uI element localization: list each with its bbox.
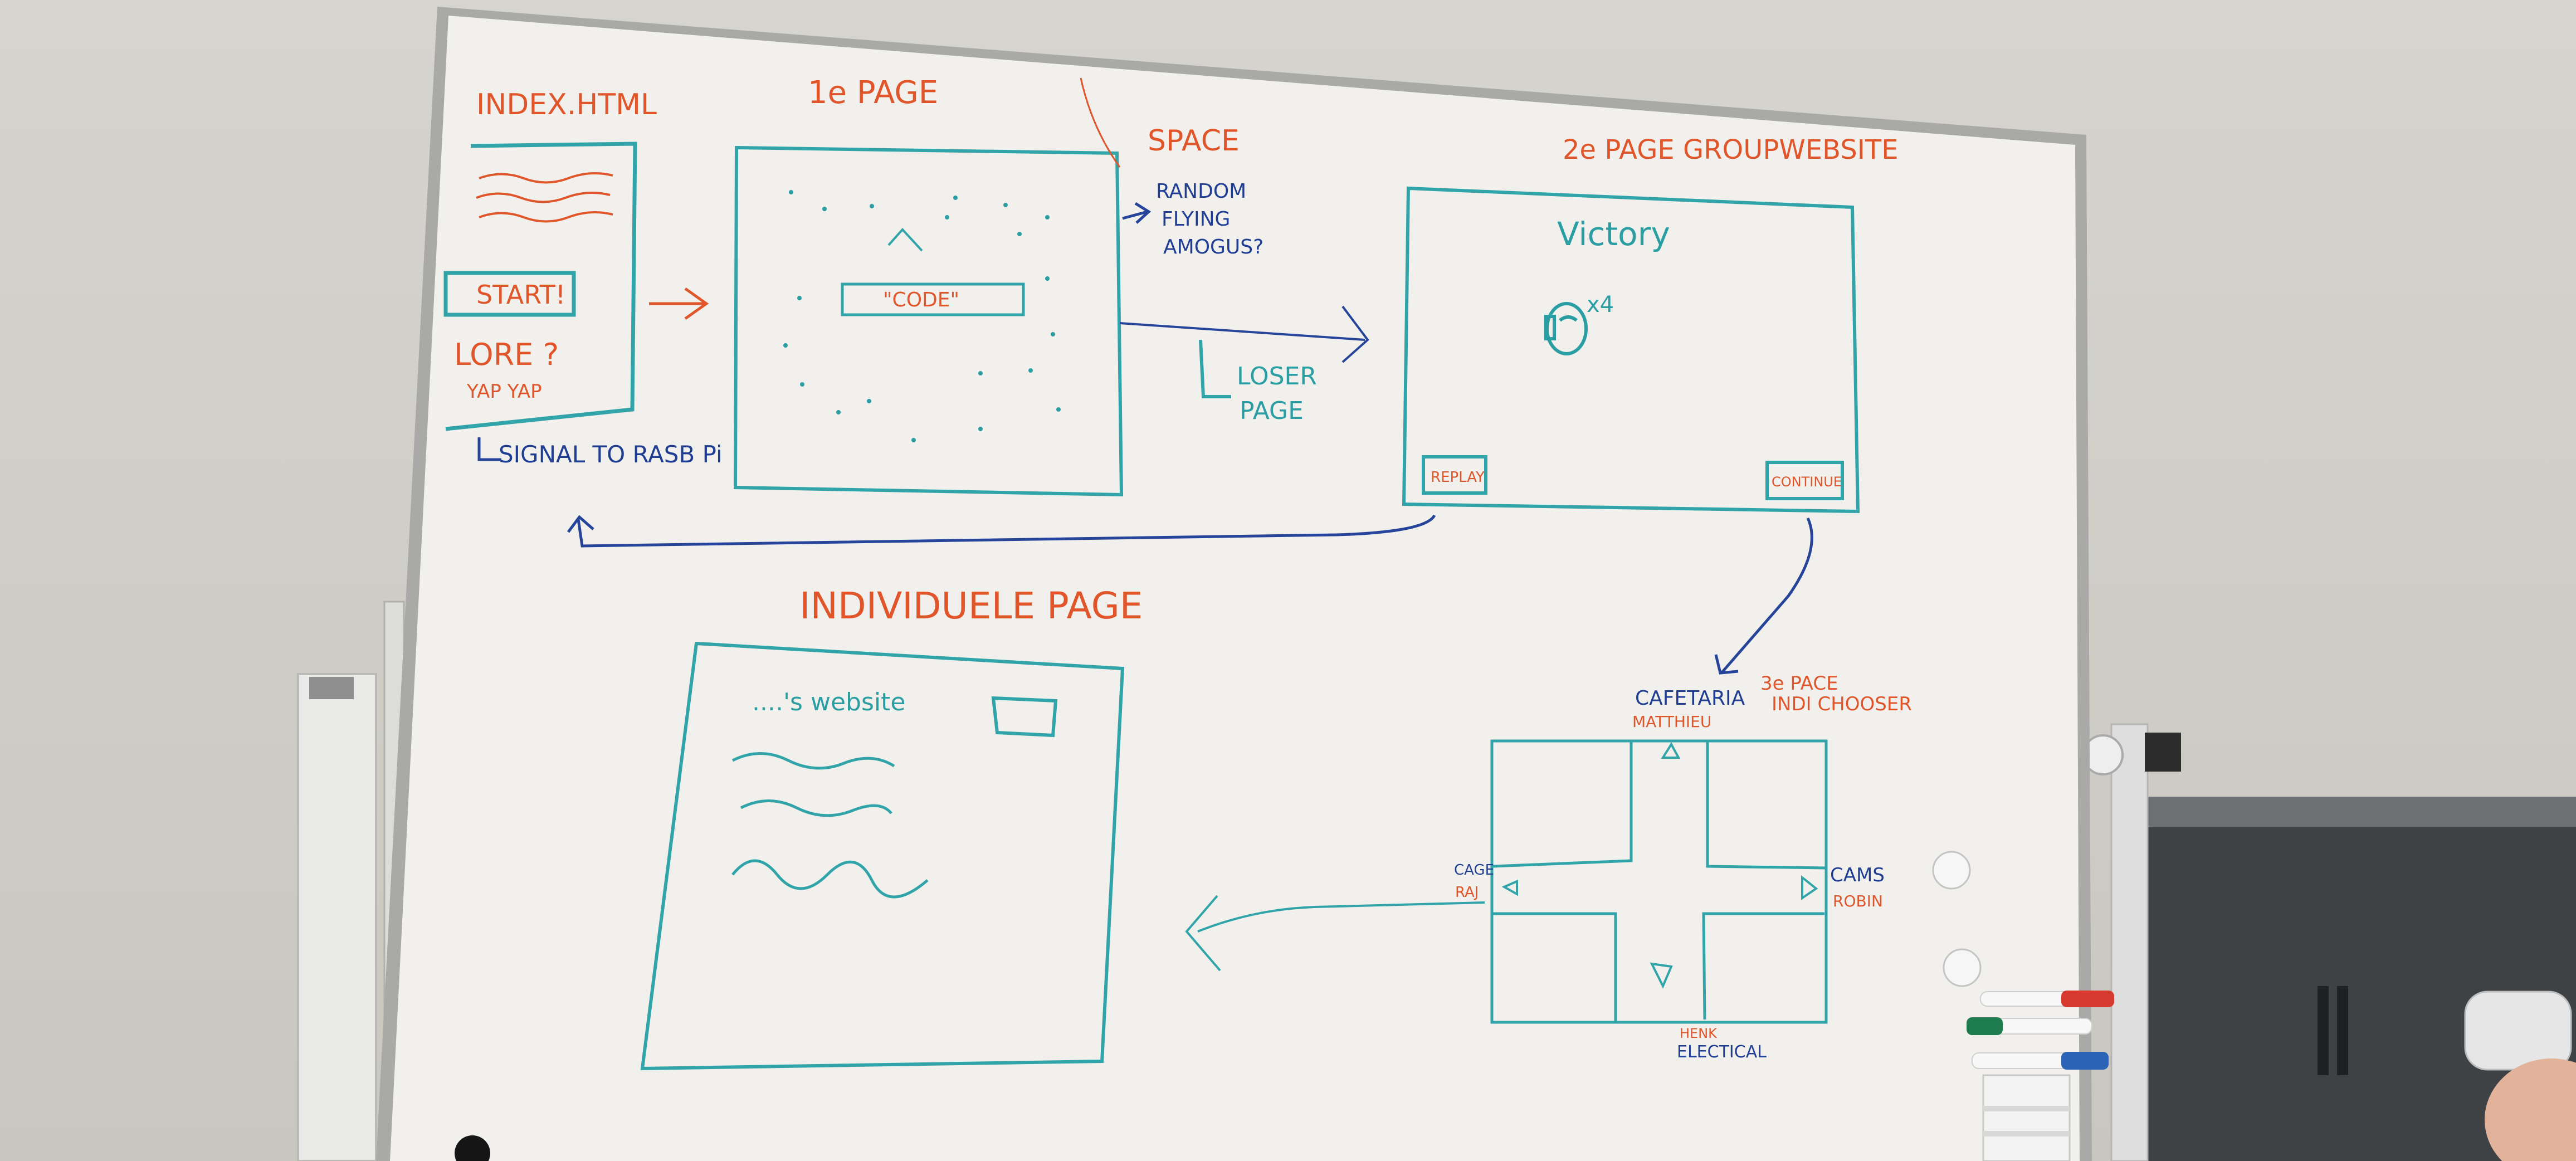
page1-to-page2-arrow — [1119, 305, 1369, 363]
replay-button-label: REPLAY — [1431, 469, 1485, 486]
continue-button-label: CONTINUE — [1772, 474, 1842, 490]
page2-heading: 2e PAGE GROUPWEBSITE — [1563, 134, 1899, 165]
board-magnet-black — [455, 1135, 490, 1161]
page3-to-individual-arrow — [1185, 895, 1485, 972]
blue-marker-icon[interactable] — [1972, 1052, 2109, 1070]
lore-label: LORE ? — [454, 337, 559, 372]
cabinet-door-handle — [2318, 986, 2329, 1075]
victory-label: Victory — [1557, 215, 1670, 253]
page1-frame — [733, 145, 1124, 497]
page1-heading: 1e PAGE — [808, 75, 938, 111]
loser-note: LOSER PAGE — [1237, 362, 1325, 425]
index-squiggle-2 — [476, 192, 611, 203]
map-top-arrow[interactable] — [1661, 742, 1681, 759]
eraser — [1982, 1074, 2071, 1161]
cams-label: CAMS — [1830, 864, 1885, 886]
random-note: RANDOM FLYING AMOGUS? — [1156, 180, 1263, 258]
hand — [2485, 1058, 2576, 1161]
website-corner-box — [991, 696, 1058, 738]
robin-label: ROBIN — [1833, 892, 1883, 910]
website-squiggle-3 — [731, 859, 929, 899]
matthieu-label: MATTHIEU — [1632, 713, 1711, 731]
cage-label: CAGE — [1454, 862, 1494, 879]
space-pointer — [1080, 77, 1121, 168]
start-arrow — [649, 287, 709, 320]
eraser-ridge — [1983, 1106, 2070, 1111]
map-bottom-arrow[interactable] — [1650, 962, 1673, 989]
website-title: ....'s website — [752, 688, 905, 716]
map-right-arrow[interactable] — [1801, 875, 1818, 900]
cafetaria-label: CAFETARIA — [1635, 687, 1745, 710]
map-frame — [1490, 739, 1828, 1024]
page1-stars — [783, 190, 1061, 442]
map-rooms — [1492, 741, 1827, 1022]
stand-clamp-left — [309, 677, 354, 699]
individual-frame — [640, 641, 1125, 1071]
index-heading: INDEX.HTML — [476, 88, 657, 121]
code-field-box[interactable] — [841, 282, 1025, 316]
red-marker-icon[interactable] — [1980, 991, 2114, 1007]
electical-label: ELECTICAL — [1677, 1042, 1767, 1062]
stand-post-left — [297, 673, 377, 1161]
signal-arrow — [477, 437, 501, 461]
page2-frame — [1402, 186, 1860, 514]
eraser-ridge-2 — [1983, 1131, 2070, 1136]
website-squiggle-2 — [740, 799, 892, 817]
start-button-box[interactable] — [443, 271, 576, 317]
yap-label: YAP YAP — [466, 381, 542, 403]
crewmate-icon — [1544, 302, 1588, 355]
page3-heading: 3e PACE INDI CHOOSER — [1760, 672, 1912, 715]
index-frame — [445, 142, 637, 431]
code-field-label: "CODE" — [883, 289, 959, 311]
website-squiggle-1 — [731, 752, 895, 770]
individual-heading: INDIVIDUELE PAGE — [799, 584, 1143, 627]
stand-knob-right — [2145, 733, 2181, 772]
start-button-label: START! — [476, 280, 565, 310]
loser-arrow — [1199, 339, 1231, 398]
green-marker-icon[interactable] — [1967, 1017, 2092, 1035]
page1-mark — [887, 228, 923, 252]
magnet-button-2 — [1943, 948, 1982, 987]
henk-label: HENK — [1680, 1026, 1718, 1041]
map-left-arrow[interactable] — [1501, 879, 1518, 896]
replay-return-arrow — [567, 514, 1436, 548]
replay-button-box[interactable] — [1422, 455, 1487, 495]
stand-post-right — [2110, 723, 2149, 1161]
continue-to-page3-arrow — [1714, 517, 1813, 675]
index-squiggle-3 — [479, 211, 613, 223]
signal-note: SIGNAL TO RASB Pi — [499, 441, 723, 468]
space-note: SPACE — [1148, 124, 1240, 158]
magnet-button — [1932, 851, 1971, 890]
random-arrow — [1122, 202, 1152, 224]
board-surface — [390, 16, 2080, 1161]
remote-control — [2464, 991, 2572, 1071]
cabinet-door-handle-2 — [2337, 986, 2348, 1075]
index-squiggle-1 — [479, 172, 613, 184]
cabinet-top — [2148, 797, 2576, 827]
continue-button-box[interactable] — [1765, 461, 1844, 500]
multiplier-label: x4 — [1587, 292, 1614, 318]
raj-label: RAJ — [1455, 884, 1479, 901]
